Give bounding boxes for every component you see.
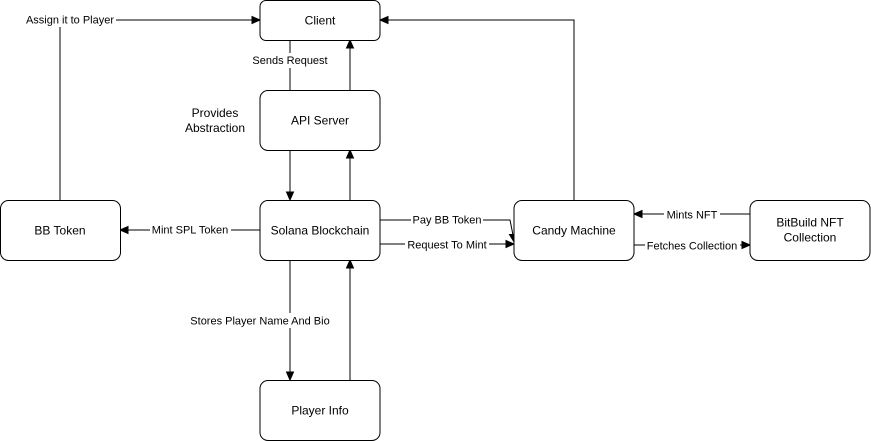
label-assign-to-player: Assign it to Player bbox=[24, 12, 116, 27]
label-mints-nft: Mints NFT bbox=[664, 207, 720, 222]
node-player-info-label: Player Info bbox=[291, 404, 349, 418]
label-mints-nft-text: Mints NFT bbox=[667, 210, 718, 222]
label-provides-abstraction-line1: Provides bbox=[192, 106, 239, 120]
node-bitbuild-nft-collection: BitBuild NFT Collection bbox=[749, 200, 871, 261]
label-stores-player-text: Stores Player Name And Bio bbox=[190, 316, 329, 328]
node-client-label: Client bbox=[305, 14, 336, 28]
label-pay-bb-token-text: Pay BB Token bbox=[413, 215, 482, 227]
label-request-to-mint: Request To Mint bbox=[405, 237, 489, 252]
node-nft-collection-label-line2: Collection bbox=[784, 231, 837, 245]
label-mint-spl-token: Mint SPL Token bbox=[150, 222, 231, 237]
edge-api-to-client bbox=[345, 38, 355, 90]
node-bb-token-label: BB Token bbox=[34, 224, 85, 238]
node-client: Client bbox=[259, 0, 381, 41]
node-api-server: API Server bbox=[259, 90, 381, 151]
node-nft-collection-label-line1: BitBuild NFT bbox=[776, 216, 844, 230]
label-sends-request-text: Sends Request bbox=[252, 55, 327, 67]
node-solana-blockchain-label: Solana Blockchain bbox=[271, 224, 370, 238]
label-assign-to-player-text: Assign it to Player bbox=[26, 15, 114, 27]
node-candy-machine-label: Candy Machine bbox=[532, 224, 616, 238]
label-provides-abstraction-line2: Abstraction bbox=[185, 121, 245, 135]
label-pay-bb-token: Pay BB Token bbox=[411, 212, 483, 227]
edge-solana-to-api bbox=[345, 148, 355, 200]
label-mint-spl-token-text: Mint SPL Token bbox=[152, 225, 228, 237]
node-api-server-label: API Server bbox=[291, 114, 349, 128]
node-candy-machine: Candy Machine bbox=[513, 200, 635, 261]
node-bb-token: BB Token bbox=[0, 200, 121, 261]
edge-player-to-solana bbox=[345, 258, 355, 380]
label-provides-abstraction: Provides Abstraction bbox=[185, 106, 245, 135]
label-fetches-collection: Fetches Collection bbox=[645, 238, 740, 253]
node-player-info: Player Info bbox=[259, 380, 381, 441]
label-sends-request: Sends Request bbox=[251, 53, 331, 68]
edge-candy-to-client bbox=[378, 15, 575, 200]
node-solana-blockchain: Solana Blockchain bbox=[259, 200, 381, 261]
label-stores-player: Stores Player Name And Bio bbox=[188, 313, 332, 328]
edge-api-to-solana bbox=[285, 150, 295, 202]
label-request-to-mint-text: Request To Mint bbox=[407, 240, 486, 252]
label-fetches-collection-text: Fetches Collection bbox=[647, 241, 738, 253]
